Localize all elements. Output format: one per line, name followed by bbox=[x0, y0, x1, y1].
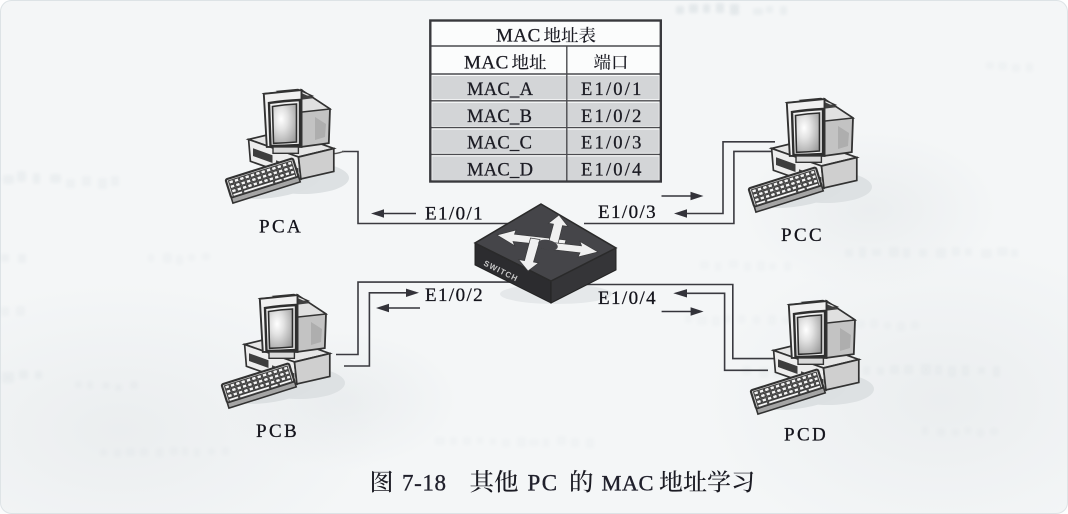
svg-text:PCA: PCA bbox=[259, 217, 303, 238]
svg-text:MAC_C: MAC_C bbox=[467, 134, 532, 154]
svg-text:MAC: MAC bbox=[496, 26, 541, 47]
svg-text:PC: PC bbox=[528, 471, 559, 496]
svg-text:E1/0/3: E1/0/3 bbox=[598, 202, 657, 223]
svg-text:MAC_D: MAC_D bbox=[467, 160, 533, 180]
svg-text:MAC: MAC bbox=[464, 53, 509, 74]
svg-text:E1/0/1: E1/0/1 bbox=[581, 80, 644, 100]
svg-text:MAC_B: MAC_B bbox=[467, 107, 532, 127]
svg-text:E1/0/4: E1/0/4 bbox=[598, 288, 657, 309]
svg-text:E1/0/2: E1/0/2 bbox=[581, 107, 644, 127]
svg-text:MAC_A: MAC_A bbox=[467, 80, 534, 100]
svg-text:7-18: 7-18 bbox=[402, 471, 447, 496]
svg-text:MAC: MAC bbox=[602, 471, 654, 496]
svg-text:E1/0/4: E1/0/4 bbox=[581, 160, 644, 180]
svg-text:PCB: PCB bbox=[256, 421, 299, 442]
svg-text:E1/0/1: E1/0/1 bbox=[425, 204, 484, 225]
svg-text:E1/0/2: E1/0/2 bbox=[425, 285, 484, 306]
svg-text:PCD: PCD bbox=[784, 425, 828, 446]
svg-text:PCC: PCC bbox=[781, 225, 824, 246]
svg-text:E1/0/3: E1/0/3 bbox=[581, 134, 644, 154]
